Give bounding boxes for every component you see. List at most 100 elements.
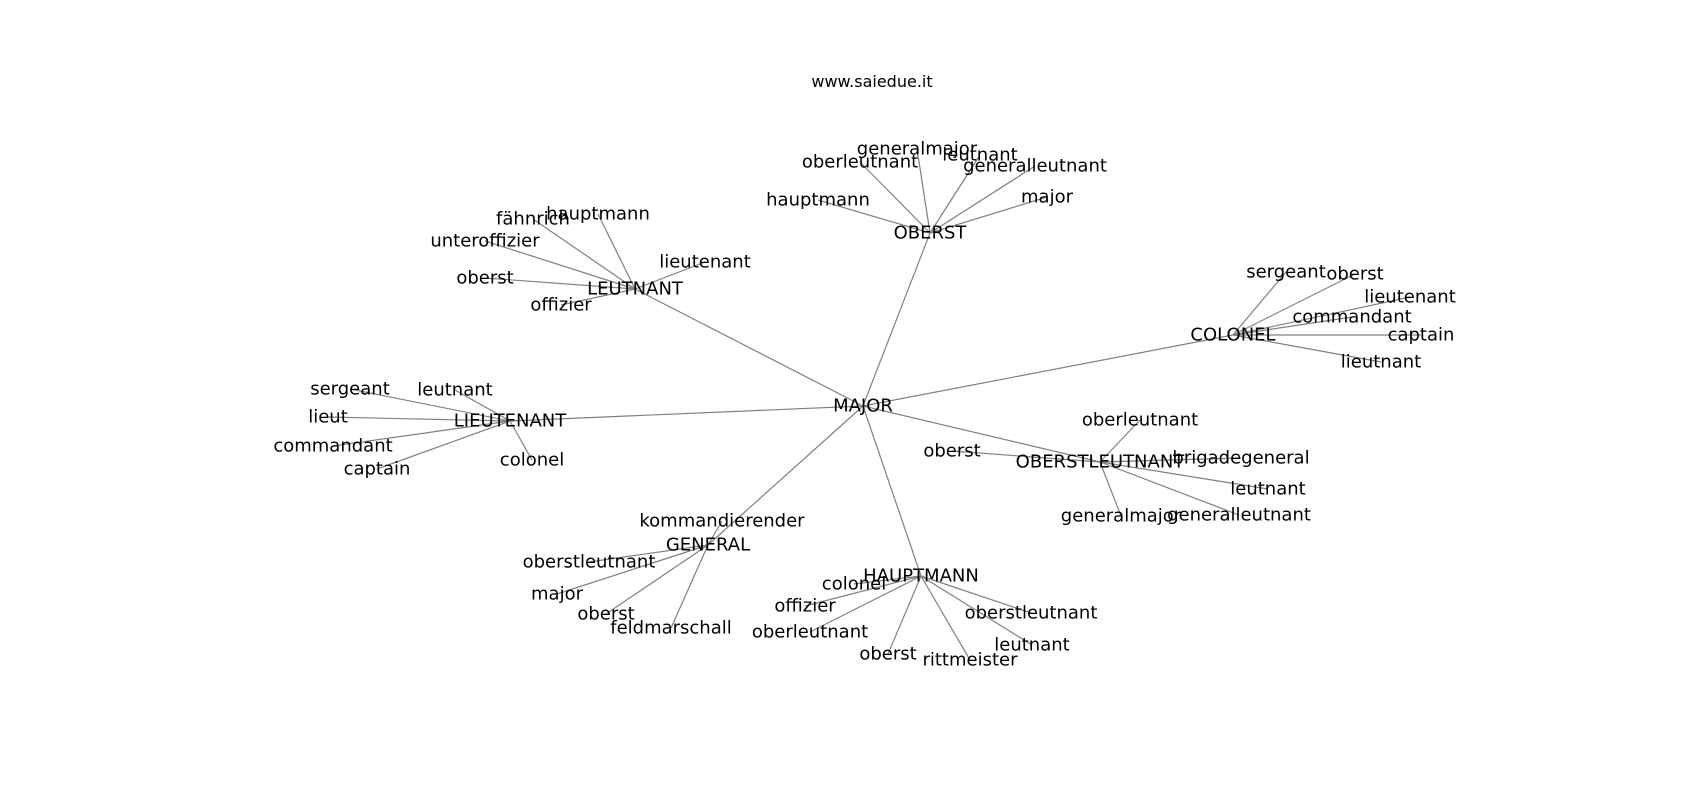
leaf-node-lieutenant-hub-3: commandant xyxy=(273,436,392,457)
edge-hauptmann-hub-leaf-2 xyxy=(809,575,922,633)
edge-oberst-hub-leaf-3 xyxy=(929,165,1036,234)
leaf-node-oberst-hub-1: leutnant xyxy=(942,145,1017,166)
leaf-node-colonel-hub-1: oberst xyxy=(1326,264,1383,285)
leaf-node-hauptmann-hub-3: oberstleutnant xyxy=(965,603,1098,624)
edge-leutnant-hub-leaf-1 xyxy=(532,218,636,290)
leaf-node-oberstleutnant-hub-4: generalmajor xyxy=(1061,506,1182,527)
leaf-node-oberstleutnant-hub-3: leutnant xyxy=(1230,479,1305,500)
leaf-node-general-hub-1: oberstleutnant xyxy=(523,552,656,573)
leaf-node-leutnant-hub-4: oberst xyxy=(456,268,513,289)
edge-leutnant-hub-leaf-4 xyxy=(484,277,636,290)
edge-lieutenant-hub-leaf-3 xyxy=(332,420,511,447)
leaf-node-general-hub-2: major xyxy=(531,584,584,605)
leaf-node-oberst-hub-4: hauptmann xyxy=(766,190,870,211)
edge-leutnant-hub-leaf-3 xyxy=(634,261,706,290)
edge-general-hub-leaf-2 xyxy=(556,544,709,595)
edge-colonel-hub-leaf-1 xyxy=(1232,273,1356,336)
leaf-node-hauptmann-hub-6: rittmeister xyxy=(922,650,1018,671)
root-node-label: MAJOR xyxy=(833,396,893,417)
edge-root-hauptmann-hub xyxy=(862,405,922,577)
edge-colonel-hub-leaf-0 xyxy=(1232,271,1287,336)
leaf-node-oberst-hub-5: major xyxy=(1021,187,1074,208)
edge-oberstleutnant-hub-leaf-5 xyxy=(1099,461,1240,516)
hub-node-colonel-hub: COLONEL xyxy=(1190,325,1275,346)
leaf-node-colonel-hub-0: sergeant xyxy=(1246,262,1326,283)
leaf-node-oberst-hub-2: oberleutnant xyxy=(802,152,918,173)
edge-hauptmann-hub-leaf-6 xyxy=(920,575,971,661)
leaf-node-colonel-hub-3: commandant xyxy=(1292,307,1411,328)
leaf-node-lieutenant-hub-5: colonel xyxy=(500,450,564,471)
edge-lieutenant-hub-leaf-2 xyxy=(327,416,511,422)
edge-root-colonel-hub xyxy=(862,334,1234,407)
leaf-node-oberstleutnant-hub-0: oberleutnant xyxy=(1082,410,1198,431)
edge-oberstleutnant-hub-leaf-1 xyxy=(951,450,1101,463)
edge-colonel-hub-leaf-2 xyxy=(1232,296,1411,336)
edge-oberstleutnant-hub-leaf-4 xyxy=(1099,461,1122,517)
hub-node-general-hub: GENERAL xyxy=(666,535,750,556)
leaf-node-hauptmann-hub-0: colonel xyxy=(822,574,886,595)
edge-oberst-hub-leaf-2 xyxy=(859,161,931,234)
hub-node-hauptmann-hub: HAUPTMANN xyxy=(863,566,979,587)
leaf-node-oberstleutnant-hub-5: generalleutnant xyxy=(1167,505,1311,526)
edge-oberst-hub-leaf-4 xyxy=(817,199,931,234)
edge-leutnant-hub-leaf-0 xyxy=(597,213,636,290)
edge-general-hub-leaf-0 xyxy=(707,520,723,546)
leaf-node-leutnant-hub-2: unteroffizier xyxy=(430,231,540,252)
edge-hauptmann-hub-leaf-1 xyxy=(804,575,922,607)
edge-colonel-hub-leaf-5 xyxy=(1232,334,1382,363)
hub-node-oberstleutnant-hub: OBERSTLEUTNANT xyxy=(1016,452,1186,473)
edge-oberstleutnant-hub-leaf-2 xyxy=(1099,457,1242,463)
edge-leutnant-hub-leaf-5 xyxy=(560,288,636,306)
leaf-node-general-hub-4: feldmarschall xyxy=(610,618,732,639)
edge-root-leutnant-hub xyxy=(634,288,864,407)
edge-root-lieutenant-hub xyxy=(509,405,864,422)
leaf-node-general-hub-0: kommandierender xyxy=(639,511,805,532)
edge-oberst-hub-leaf-5 xyxy=(929,196,1048,234)
edge-lieutenant-hub-leaf-0 xyxy=(349,388,511,422)
edge-oberst-hub-leaf-1 xyxy=(929,154,981,234)
edge-root-oberst-hub xyxy=(862,232,931,407)
hub-node-oberst-hub: OBERST xyxy=(894,223,968,244)
edge-colonel-hub-leaf-3 xyxy=(1232,316,1353,336)
hub-node-leutnant-hub: LEUTNANT xyxy=(587,279,684,300)
edge-lieutenant-hub-leaf-5 xyxy=(509,420,533,461)
edge-oberst-hub-leaf-0 xyxy=(916,148,931,234)
edges-layer xyxy=(327,148,1421,661)
leaf-node-hauptmann-hub-5: oberst xyxy=(859,644,916,665)
leaf-node-colonel-hub-5: lieutnant xyxy=(1341,352,1421,373)
leaf-node-colonel-hub-4: captain xyxy=(1388,325,1455,346)
leaf-node-leutnant-hub-5: offizier xyxy=(530,295,592,316)
leaf-node-hauptmann-hub-4: leutnant xyxy=(994,635,1069,656)
leaf-node-hauptmann-hub-1: offizier xyxy=(774,596,836,617)
edge-lieutenant-hub-leaf-4 xyxy=(376,420,511,470)
leaf-node-oberstleutnant-hub-1: oberst xyxy=(923,441,980,462)
leaf-node-lieutenant-hub-4: captain xyxy=(344,459,411,480)
leaf-node-lieutenant-hub-1: leutnant xyxy=(417,380,492,401)
edge-general-hub-leaf-4 xyxy=(670,544,709,629)
leaf-node-lieutenant-hub-0: sergeant xyxy=(310,379,390,400)
edge-general-hub-leaf-1 xyxy=(588,544,709,563)
edge-oberstleutnant-hub-leaf-3 xyxy=(1099,461,1269,490)
leaf-node-hauptmann-hub-2: oberleutnant xyxy=(752,622,868,643)
leaf-node-oberst-hub-0: generalmajor xyxy=(857,139,978,160)
edge-hauptmann-hub-leaf-4 xyxy=(920,575,1033,646)
edge-hauptmann-hub-leaf-0 xyxy=(853,575,922,585)
edge-leutnant-hub-leaf-2 xyxy=(484,240,636,290)
leaf-node-leutnant-hub-1: fähnrich xyxy=(496,209,570,230)
leaf-node-general-hub-3: oberst xyxy=(577,604,634,625)
edge-oberstleutnant-hub-leaf-0 xyxy=(1099,419,1141,463)
hub-node-lieutenant-hub: LIEUTENANT xyxy=(454,411,567,432)
leaf-node-oberstleutnant-hub-2: brigadegeneral xyxy=(1172,448,1309,469)
edge-hauptmann-hub-leaf-5 xyxy=(887,575,922,655)
edge-root-oberstleutnant-hub xyxy=(862,405,1101,463)
edge-hauptmann-hub-leaf-3 xyxy=(920,575,1032,614)
watermark: www.saiedue.it xyxy=(811,72,932,91)
leaf-node-leutnant-hub-0: hauptmann xyxy=(546,204,650,225)
leaf-node-colonel-hub-2: lieutenant xyxy=(1364,287,1456,308)
leaf-node-oberst-hub-3: generalleutnant xyxy=(963,156,1107,177)
labels-layer: MAJOROBERSTgeneralmajorleutnantoberleutn… xyxy=(273,139,1455,671)
edge-root-general-hub xyxy=(707,405,864,546)
edge-general-hub-leaf-3 xyxy=(605,544,709,615)
leaf-node-lieutenant-hub-2: lieut xyxy=(308,407,348,428)
